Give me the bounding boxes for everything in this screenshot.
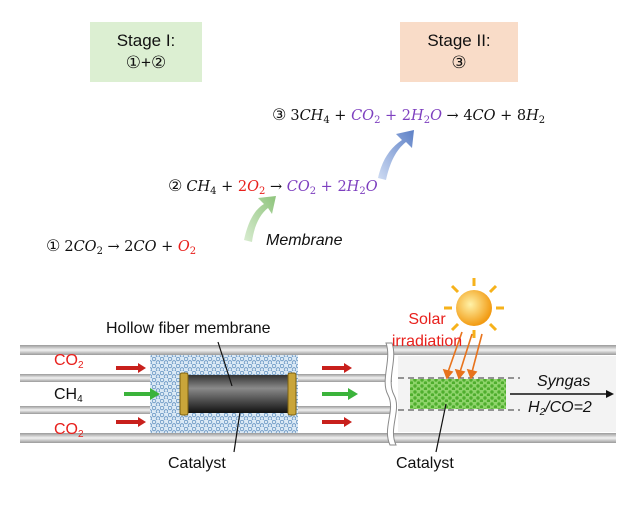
syngas-label: Syngas — [537, 373, 591, 390]
stage-two-box: Stage II: ③ — [400, 22, 518, 82]
rod-ring-left — [179, 372, 189, 416]
membrane-label: Membrane — [266, 232, 343, 249]
catalyst-right-label: Catalyst — [396, 455, 454, 472]
hfm-pointer — [217, 341, 233, 387]
stage-two-arrow — [378, 130, 414, 180]
stage-two-steps: ③ — [451, 53, 467, 72]
co2-flow-arrows — [116, 363, 352, 427]
stage-one-box: Stage I: ①+② — [90, 22, 202, 82]
co2-inlet-top-label: CO2 — [54, 352, 84, 371]
ch4-inlet-label: CH4 — [54, 386, 83, 405]
catalyst-left-pointer — [233, 411, 241, 453]
co2-inlet-bottom-label: CO2 — [54, 421, 84, 440]
hollow-fiber-rod — [182, 375, 294, 413]
outer-tube-top-right — [390, 345, 618, 355]
catalyst-left-label: Catalyst — [168, 455, 226, 472]
solar-ray-arrows — [442, 331, 483, 380]
catalyst-right-pointer — [435, 403, 447, 453]
hollow-fiber-membrane-label: Hollow fiber membrane — [106, 320, 271, 337]
stage-two-title: Stage II: — [427, 31, 491, 50]
stage-one-title: Stage I: — [116, 31, 176, 50]
outer-tube-bottom-right — [390, 433, 618, 443]
stage-one-steps: ①+② — [125, 53, 167, 72]
outer-tube-bottom — [20, 433, 392, 443]
outer-tube-top — [20, 345, 392, 355]
catalyst-bed-right — [410, 379, 506, 409]
rod-ring-right — [287, 372, 297, 416]
h2-co-ratio-label: H2/CO=2 — [528, 399, 592, 418]
sun-icon — [444, 278, 504, 338]
membrane-arrow — [244, 196, 276, 242]
tube-break — [384, 342, 398, 446]
solar-irradiation-label: Solar irradiation — [391, 311, 463, 350]
ch4-flow-arrows — [124, 388, 358, 400]
